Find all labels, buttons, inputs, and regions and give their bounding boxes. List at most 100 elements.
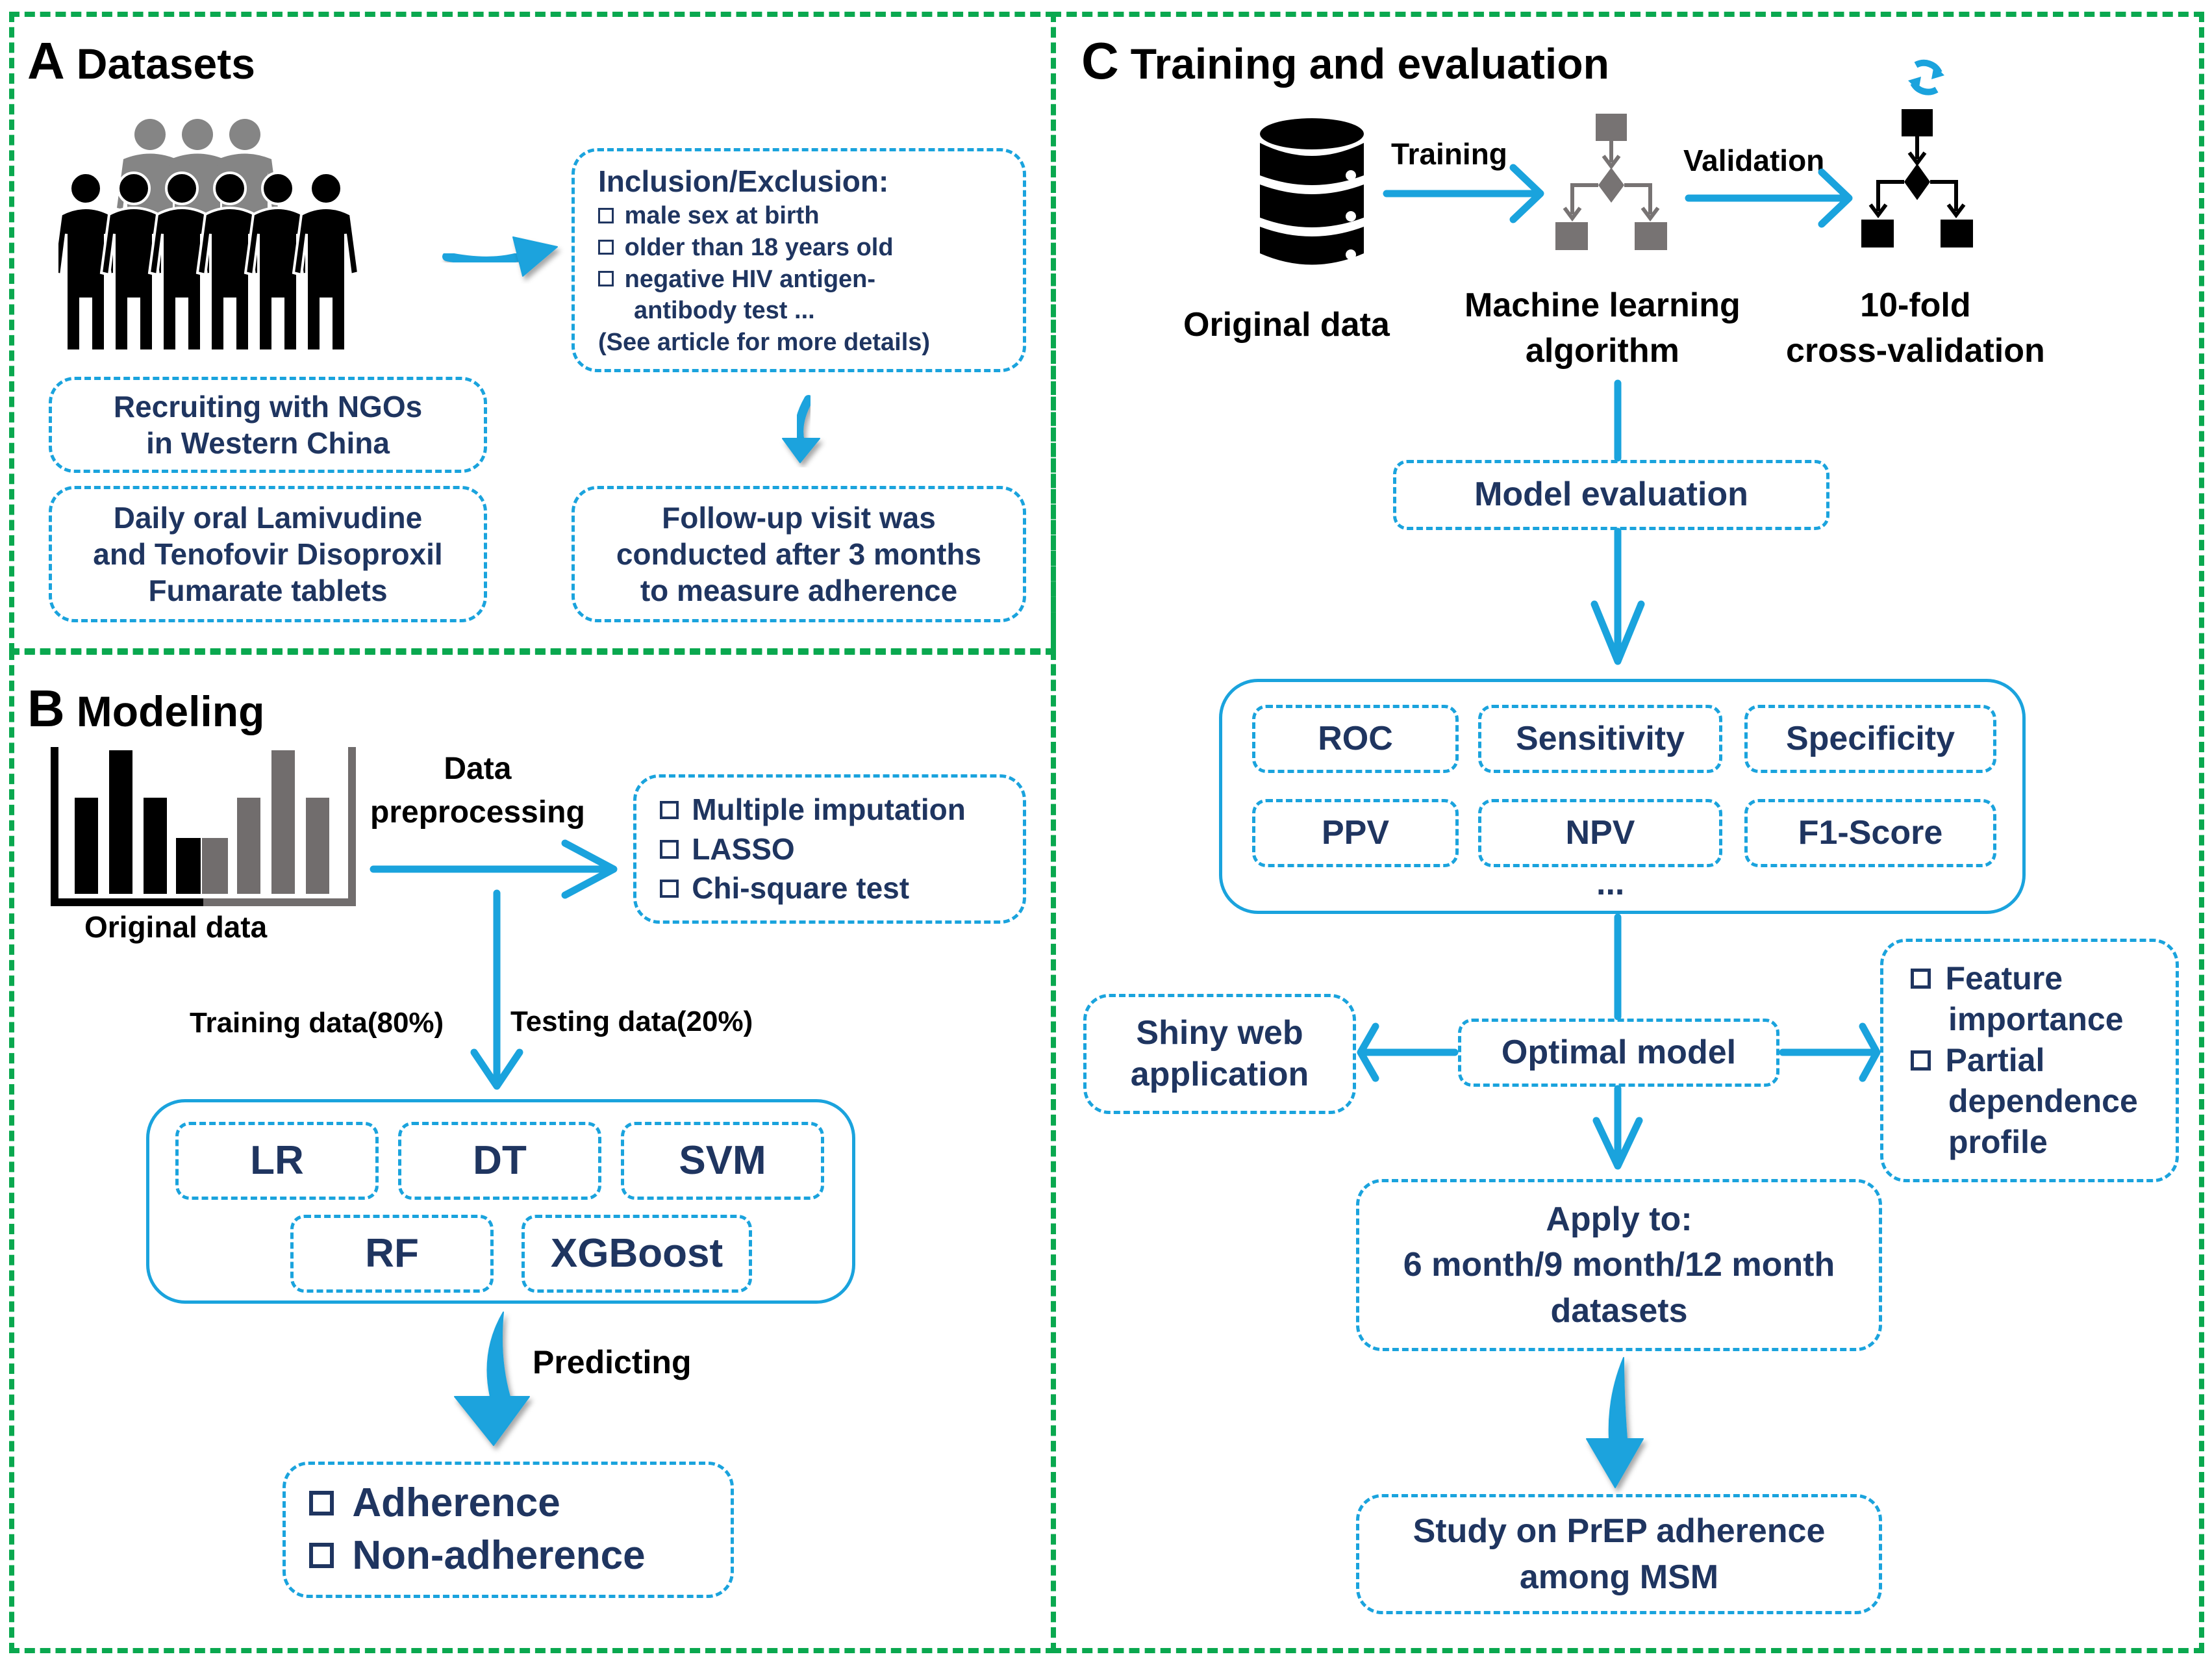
label-line: cross-validation [1786, 332, 2045, 370]
cross-validation-label: 10-fold cross-validation [1786, 283, 2045, 374]
panel-letter: A [27, 32, 65, 90]
interpretation-item: Feature [1911, 958, 2063, 999]
person-icon [58, 171, 120, 352]
preprocessing-item: LASSO [660, 830, 795, 869]
data-preprocessing-label: Data preprocessing [370, 747, 585, 834]
preprocessing-item: Multiple imputation [660, 790, 966, 830]
interpretation-box: Feature importance Partial dependence pr… [1880, 939, 2179, 1182]
medication-box: Daily oral Lamivudine and Tenofovir Diso… [49, 486, 487, 622]
interpretation-text: Partial [1945, 1042, 2045, 1078]
checkbox-icon [598, 271, 614, 286]
panel-c-frame [1051, 12, 2204, 1653]
preprocessing-item-text: Multiple imputation [692, 792, 966, 826]
model-xgboost: XGBoost [522, 1215, 752, 1293]
study-line: Study on PrEP adherence [1413, 1512, 1826, 1551]
apply-line: 6 month/9 month/12 month [1403, 1246, 1835, 1284]
label-line: 10-fold [1860, 286, 1971, 324]
panel-heading: Training and evaluation [1130, 40, 1609, 88]
outcome-item: Non-adherence [309, 1530, 646, 1582]
metric-sensitivity: Sensitivity [1478, 705, 1722, 773]
criteria-item-text: male sex at birth [624, 202, 820, 230]
recruiting-line: in Western China [146, 426, 390, 460]
criteria-item: older than 18 years old [598, 232, 894, 264]
interpretation-item: Partial [1911, 1040, 2044, 1081]
label-line: Machine learning [1464, 286, 1741, 324]
apply-line: datasets [1550, 1291, 1688, 1330]
recruiting-box: Recruiting with NGOs in Western China [49, 377, 487, 473]
inclusion-exclusion-box: Inclusion/Exclusion: male sex at birth o… [572, 148, 1026, 372]
outcome-item: Adherence [309, 1477, 560, 1530]
apply-to-box: Apply to: 6 month/9 month/12 month datas… [1356, 1179, 1882, 1351]
shiny-line: Shiny web [1136, 1014, 1303, 1052]
label-line: preprocessing [370, 795, 585, 830]
ml-algorithm-label: Machine learning algorithm [1464, 283, 1741, 374]
outcome-box: Adherence Non-adherence [283, 1462, 734, 1598]
person-icon [292, 171, 360, 352]
criteria-item-text: older than 18 years old [624, 234, 894, 261]
preprocessing-item-text: Chi-square test [692, 871, 910, 906]
followup-line: conducted after 3 months [616, 537, 982, 571]
checkbox-icon [598, 239, 614, 255]
metric-npv: NPV [1478, 799, 1722, 867]
followup-line: to measure adherence [640, 574, 958, 608]
study-line: among MSM [1519, 1558, 1719, 1596]
flowchart-icon [1555, 114, 1667, 250]
checkbox-icon [1911, 1050, 1931, 1071]
shiny-line: application [1130, 1055, 1309, 1093]
panel-letter: B [27, 679, 65, 737]
checkbox-icon [660, 840, 679, 859]
criteria-item: male sex at birth [598, 200, 820, 232]
panel-heading: Datasets [76, 40, 255, 88]
medication-line: Fumarate tablets [148, 574, 388, 608]
optimal-model-box: Optimal model [1458, 1019, 1779, 1087]
criteria-continuation: antibody test ... [634, 297, 815, 325]
group-of-people-icon [58, 119, 360, 352]
preprocessing-methods-box: Multiple imputation LASSO Chi-square tes… [633, 774, 1026, 924]
label-line: Data [444, 752, 512, 786]
original-data-label: Original data [1183, 306, 1390, 344]
metric-ppv: PPV [1252, 799, 1459, 867]
shiny-app-box: Shiny web application [1083, 994, 1356, 1114]
label-line: algorithm [1525, 332, 1679, 370]
interpretation-text: Feature [1945, 960, 2063, 996]
metrics-container [1219, 679, 2026, 914]
preprocessing-item: Chi-square test [660, 869, 909, 908]
validation-label: Validation [1683, 144, 1825, 177]
interpretation-text: dependence [1948, 1083, 2138, 1119]
checkbox-icon [1911, 969, 1931, 989]
metrics-more: ... [1596, 865, 1625, 902]
metric-roc: ROC [1252, 705, 1459, 773]
interpretation-text: profile [1948, 1124, 2048, 1160]
criteria-heading: Inclusion/Exclusion: [598, 164, 889, 198]
medication-line: Daily oral Lamivudine [113, 500, 423, 535]
checkbox-icon [598, 208, 614, 223]
training-label: Training [1391, 137, 1507, 171]
checkbox-icon [309, 1490, 334, 1516]
model-lr: LR [175, 1122, 379, 1200]
followup-box: Follow-up visit was conducted after 3 mo… [572, 486, 1026, 622]
cross-validation-icon [1861, 59, 1973, 247]
original-data-label: Original data [84, 910, 268, 944]
metric-f1-score: F1-Score [1744, 799, 1996, 867]
outcome-item-text: Non-adherence [352, 1533, 646, 1578]
recruiting-line: Recruiting with NGOs [113, 389, 423, 424]
outcome-item-text: Adherence [352, 1480, 560, 1526]
model-rf: RF [290, 1215, 494, 1293]
models-container [146, 1099, 855, 1304]
criteria-note: (See article for more details) [598, 328, 931, 356]
criteria-item-text: negative HIV antigen- [624, 265, 876, 293]
interpretation-text: importance [1948, 1001, 2124, 1037]
person-icon [195, 171, 264, 352]
apply-line: Apply to: [1546, 1200, 1692, 1239]
preprocessing-item-text: LASSO [692, 831, 795, 866]
model-evaluation-box: Model evaluation [1393, 460, 1829, 530]
model-dt: DT [398, 1122, 601, 1200]
checkbox-icon [309, 1543, 334, 1568]
bar-chart-icon [51, 747, 356, 906]
model-svm: SVM [621, 1122, 824, 1200]
panel-letter: C [1081, 32, 1119, 90]
predicting-label: Predicting [533, 1344, 692, 1380]
